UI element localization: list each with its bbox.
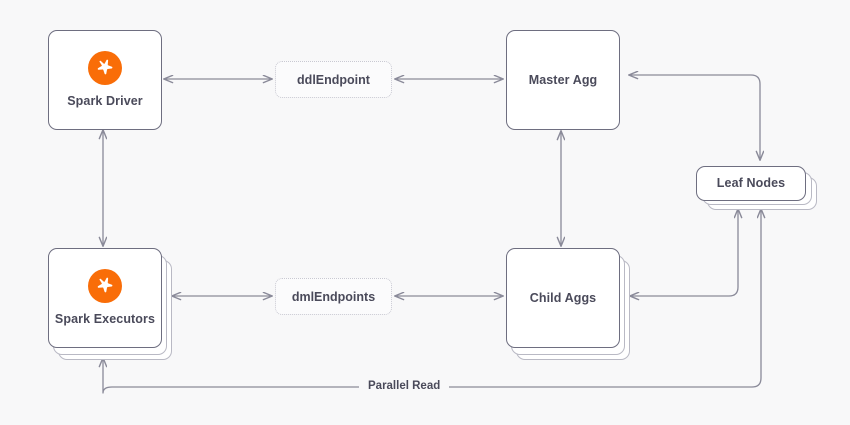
node-label: Child Aggs	[529, 290, 597, 305]
node-dml-endpoints[interactable]: dmlEndpoints	[275, 278, 392, 315]
node-label: dmlEndpoints	[291, 289, 376, 304]
node-label: ddlEndpoint	[297, 72, 370, 87]
edge-parallel-read	[103, 209, 761, 394]
node-spark-executors[interactable]: Spark Executors	[48, 248, 162, 348]
node-child-aggs[interactable]: Child Aggs	[506, 248, 620, 348]
edge-label-parallel-read: Parallel Read	[359, 380, 450, 393]
node-label: Master Agg	[528, 72, 598, 87]
node-label: Leaf Nodes	[716, 176, 786, 190]
spark-logo-icon	[88, 269, 122, 303]
node-spark-driver[interactable]: Spark Driver	[48, 30, 162, 130]
spark-logo-icon	[88, 51, 122, 85]
edge-master-leaf	[629, 75, 760, 160]
node-leaf-nodes[interactable]: Leaf Nodes	[696, 166, 806, 201]
edge-child-leaf	[630, 209, 738, 296]
node-master-agg[interactable]: Master Agg	[506, 30, 620, 130]
node-ddl-endpoint[interactable]: ddlEndpoint	[275, 61, 392, 98]
node-label: Spark Executors	[54, 312, 156, 326]
node-label: Spark Driver	[67, 94, 143, 108]
